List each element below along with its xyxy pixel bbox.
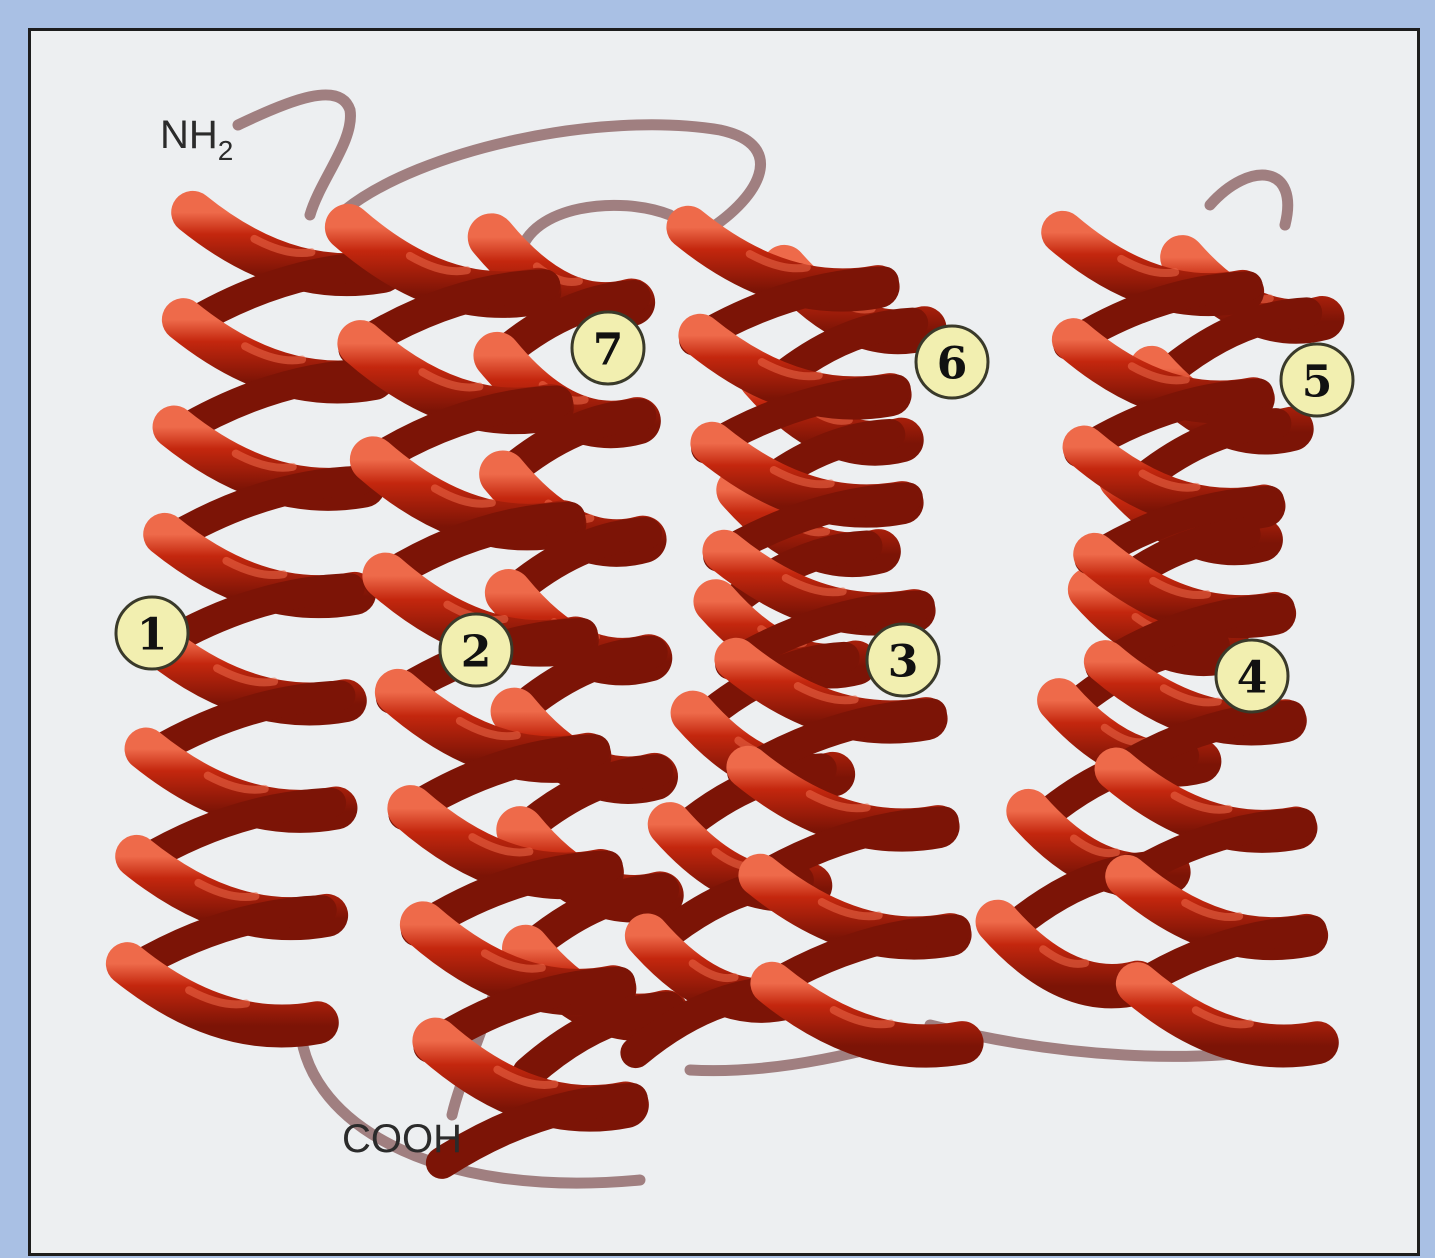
- helices: [127, 212, 1322, 1163]
- loop-segment: [238, 95, 350, 215]
- c-terminus-label: COOH: [342, 1117, 462, 1161]
- helix-badge-4: 4: [1216, 640, 1288, 712]
- helix-badge-7: 7: [572, 312, 644, 384]
- helix-turn: [127, 964, 317, 1026]
- helix-badge-6: 6: [916, 326, 988, 398]
- helix-turn: [1137, 984, 1317, 1046]
- helix-badge-2: 2: [440, 614, 512, 686]
- helix-turn: [772, 983, 962, 1046]
- helix-badge-5: 5: [1281, 344, 1353, 416]
- svg-text:6: 6: [937, 339, 968, 390]
- svg-text:7: 7: [593, 325, 624, 376]
- loop-segment: [1210, 175, 1288, 225]
- n-terminus-label: NH2: [160, 113, 233, 166]
- svg-text:5: 5: [1302, 357, 1333, 408]
- svg-text:1: 1: [137, 610, 168, 661]
- svg-text:4: 4: [1237, 653, 1268, 704]
- helix-badge-1: 1: [116, 597, 188, 669]
- helix-turn: [998, 922, 1138, 986]
- svg-text:3: 3: [888, 637, 919, 688]
- loop-segment: [520, 205, 670, 255]
- svg-text:2: 2: [461, 627, 492, 678]
- helix-badge-3: 3: [867, 624, 939, 696]
